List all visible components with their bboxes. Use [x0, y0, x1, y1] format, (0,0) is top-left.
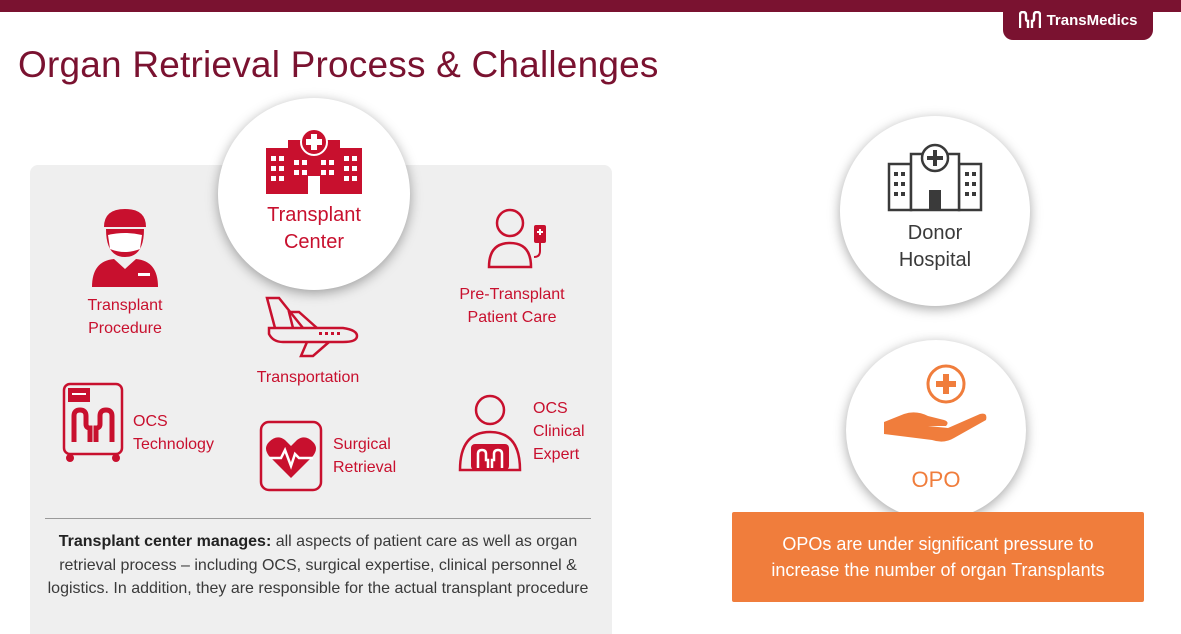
opo-callout-text: OPOs are under significant pressure to i…: [771, 534, 1105, 580]
surgeon-icon: [92, 209, 158, 287]
patient-iv-icon: [487, 208, 546, 269]
pre-transplant-label: Pre-Transplant Patient Care: [459, 286, 565, 326]
opo-circle: OPO: [846, 340, 1026, 520]
description-text: all aspects of patient care as well as o…: [47, 533, 589, 597]
transplant-procedure-label: Transplant Procedure: [87, 297, 163, 337]
transplant-center-circle: Transplant Center: [218, 98, 410, 290]
transmedics-logo: TransMedics: [1003, 0, 1153, 40]
hospital-icon: [266, 128, 362, 194]
ocs-device-icon: [62, 382, 124, 462]
clinical-expert-icon: [458, 394, 522, 472]
airplane-icon: [265, 296, 359, 358]
hand-plus-icon: [884, 364, 987, 442]
opo-callout: OPOs are under significant pressure to i…: [732, 512, 1144, 602]
opo-label: OPO: [911, 467, 961, 492]
transplant-center-label: Transplant Center: [267, 204, 361, 253]
page-title: Organ Retrieval Process & Challenges: [18, 44, 659, 85]
logo-mark-icon: [1018, 11, 1041, 28]
donor-hospital-label: Donor Hospital: [898, 222, 972, 271]
description-bold: Transplant center manages:: [58, 533, 272, 550]
heart-monitor-icon: [259, 420, 323, 492]
ocs-technology-label: OCS Technology: [133, 413, 214, 453]
surgical-retrieval-label: Surgical Retrieval: [333, 436, 397, 476]
ocs-clinical-expert-label: OCS Clinical Expert: [533, 400, 585, 463]
hospital-outline-icon: [887, 143, 983, 212]
donor-hospital-circle: Donor Hospital: [840, 116, 1030, 306]
logo-text: TransMedics: [1046, 11, 1138, 29]
transplant-center-description: Transplant center manages: all aspects o…: [42, 530, 594, 601]
transportation-label: Transportation: [256, 369, 360, 386]
description-divider: [45, 518, 591, 519]
top-bar: [0, 0, 1181, 12]
